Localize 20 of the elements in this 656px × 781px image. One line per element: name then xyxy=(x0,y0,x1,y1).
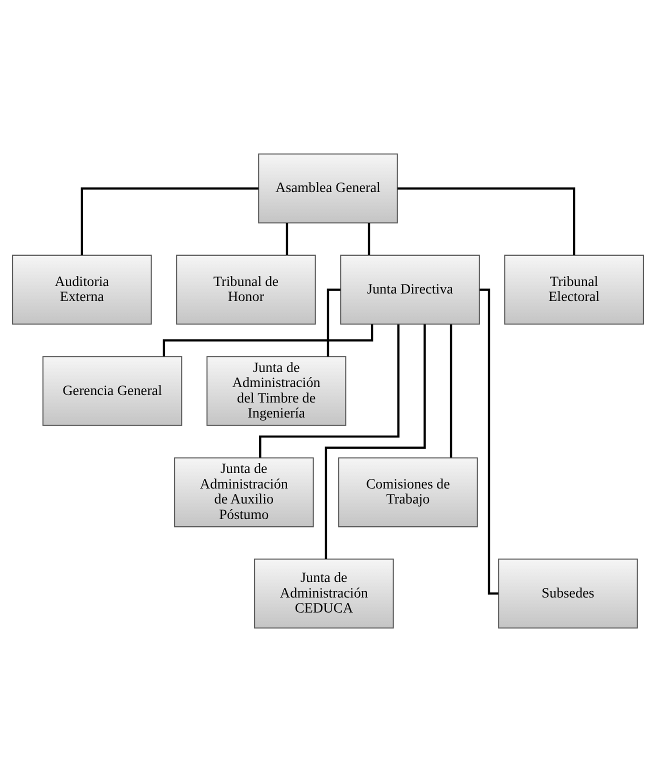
connector xyxy=(259,324,400,458)
node-box: Tribunal Electoral xyxy=(504,254,644,324)
node-box: Comisiones de Trabajo xyxy=(338,456,478,527)
node-box: Auditoria Externa xyxy=(12,254,152,324)
node-box: Tribunal de Honor xyxy=(176,254,316,324)
node-box: Junta de Administración del Timbre de Ingeniería xyxy=(206,356,346,426)
node-box: Junta de Administración de Auxilio Póstumo xyxy=(174,456,314,527)
connector xyxy=(286,222,288,254)
connector xyxy=(80,186,258,255)
connector xyxy=(398,186,576,255)
connector xyxy=(450,324,452,458)
connector xyxy=(480,288,498,594)
node-box: Gerencia General xyxy=(42,356,182,426)
connector xyxy=(368,222,370,254)
node-box: Junta Directiva xyxy=(340,254,480,324)
node-box: Junta de Administración CEDUCA xyxy=(254,558,394,628)
connector xyxy=(324,324,426,558)
node-box: Subsedes xyxy=(498,558,638,628)
connector xyxy=(326,288,340,356)
node-box: Asamblea General xyxy=(258,153,398,223)
